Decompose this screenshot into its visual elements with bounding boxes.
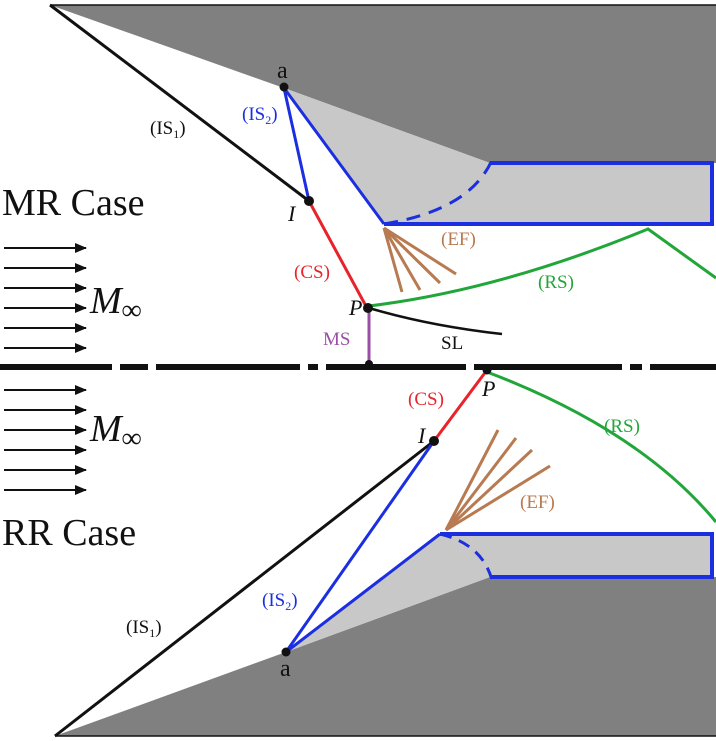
bottom-label-ef: (EF) xyxy=(520,492,555,513)
top-wall-light xyxy=(284,88,712,224)
rr-case-panel: (CS) P I (RS) (EF) (IS2) (IS1) a RR Case… xyxy=(2,365,716,738)
top-freestream-arrows xyxy=(4,243,87,353)
bottom-label-cs: (CS) xyxy=(408,389,444,410)
top-point-a xyxy=(279,82,289,92)
bottom-expansion-fan xyxy=(444,429,551,532)
top-label-ef: (EF) xyxy=(441,229,476,250)
top-label-rs: (RS) xyxy=(538,272,574,293)
bottom-second-shock-is2 xyxy=(284,440,436,653)
bottom-label-i: I xyxy=(417,423,427,448)
top-dashed-arc xyxy=(383,159,494,226)
top-mach-symbol: M∞ xyxy=(89,280,142,326)
bottom-lip-outline xyxy=(440,532,714,579)
top-label-a: a xyxy=(277,58,288,84)
bottom-wall-dark xyxy=(55,577,716,736)
bottom-point-i xyxy=(429,436,439,446)
top-expansion-fan xyxy=(382,226,457,293)
mr-case-title: MR Case xyxy=(2,182,145,224)
top-point-p xyxy=(363,303,373,313)
top-label-sl: SL xyxy=(441,333,463,354)
top-incident-shock-is1 xyxy=(49,3,310,203)
bottom-point-a xyxy=(281,647,291,657)
rr-case-title: RR Case xyxy=(2,512,136,554)
bottom-point-p xyxy=(482,365,492,375)
top-label-ms: MS xyxy=(323,329,350,350)
mr-case-panel: a (IS1) (IS2) I (CS) P (EF) (RS) MS SL M… xyxy=(2,3,716,368)
top-lip-shock xyxy=(282,87,386,225)
bottom-incident-shock-is1 xyxy=(54,439,435,738)
bottom-mach-symbol: M∞ xyxy=(89,408,142,454)
top-label-i: I xyxy=(287,201,297,226)
top-label-cs: (CS) xyxy=(294,262,330,283)
top-slip-line xyxy=(368,306,503,336)
bottom-label-is2: (IS2) xyxy=(262,590,298,613)
top-lip-outline xyxy=(384,161,714,226)
bottom-wall-light xyxy=(286,534,712,652)
top-point-i xyxy=(304,196,314,206)
top-reflected-shock-rs xyxy=(368,227,716,308)
top-wall-dark xyxy=(50,5,716,163)
top-contact-shock-cs xyxy=(307,200,369,309)
bottom-label-is1: (IS1) xyxy=(126,617,162,640)
top-second-shock-is2 xyxy=(282,87,311,202)
bottom-freestream-arrows xyxy=(4,385,87,495)
top-label-is2: (IS2) xyxy=(242,104,278,127)
bottom-dashed-arc xyxy=(439,532,494,581)
bottom-contact-shock-cs xyxy=(432,369,489,442)
top-label-p: P xyxy=(348,295,362,320)
bottom-label-rs: (RS) xyxy=(604,416,640,437)
top-label-is1: (IS1) xyxy=(150,118,186,141)
bottom-lip-shock xyxy=(285,532,441,654)
bottom-reflected-shock-rs xyxy=(486,370,716,523)
bottom-label-a: a xyxy=(280,656,291,682)
bottom-label-p: P xyxy=(481,376,495,401)
